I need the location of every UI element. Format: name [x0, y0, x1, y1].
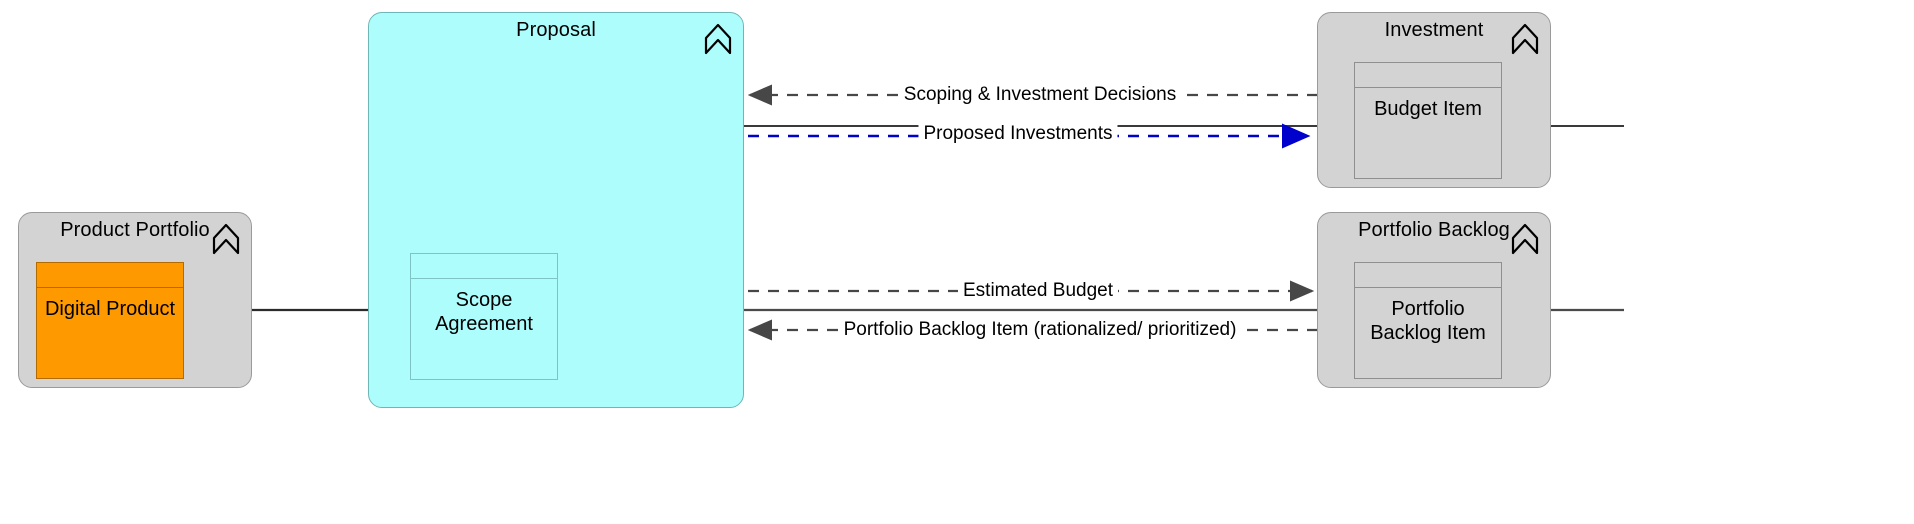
flow-label-scoping-investment-decisions: Scoping & Investment Decisions: [898, 84, 1182, 106]
element-digital-product[interactable]: Digital Product: [36, 262, 184, 379]
element-portfolio-backlog-item[interactable]: Portfolio Backlog Item: [1354, 262, 1502, 379]
grouping-chevron-icon: [1511, 223, 1539, 255]
group-proposal-title: Proposal: [516, 19, 596, 41]
element-scope-agreement-label: Scope Agreement: [435, 289, 533, 335]
group-proposal[interactable]: Proposal Scope Agreement: [368, 12, 744, 408]
grouping-chevron-icon: [212, 223, 240, 255]
element-header-divider: [1355, 87, 1501, 88]
flow-label-estimated-budget: Estimated Budget: [958, 280, 1118, 302]
group-investment[interactable]: Investment Budget Item: [1317, 12, 1551, 188]
group-portfolio-backlog[interactable]: Portfolio Backlog Portfolio Backlog Item: [1317, 212, 1551, 388]
element-budget-item[interactable]: Budget Item: [1354, 62, 1502, 179]
element-header-divider: [1355, 287, 1501, 288]
flow-label-proposed-investments: Proposed Investments: [918, 123, 1118, 145]
element-budget-item-label: Budget Item: [1374, 98, 1482, 120]
element-scope-agreement[interactable]: Scope Agreement: [410, 253, 558, 380]
group-product-portfolio[interactable]: Product Portfolio Digital Product: [18, 212, 252, 388]
grouping-chevron-icon: [704, 23, 732, 55]
element-header-divider: [411, 278, 557, 279]
element-portfolio-backlog-item-label: Portfolio Backlog Item: [1370, 298, 1486, 344]
grouping-chevron-icon: [1511, 23, 1539, 55]
element-digital-product-label: Digital Product: [44, 298, 176, 320]
flow-label-portfolio-backlog-item-rationalized: Portfolio Backlog Item (rationalized/ pr…: [838, 319, 1242, 341]
element-header-divider: [37, 287, 183, 288]
